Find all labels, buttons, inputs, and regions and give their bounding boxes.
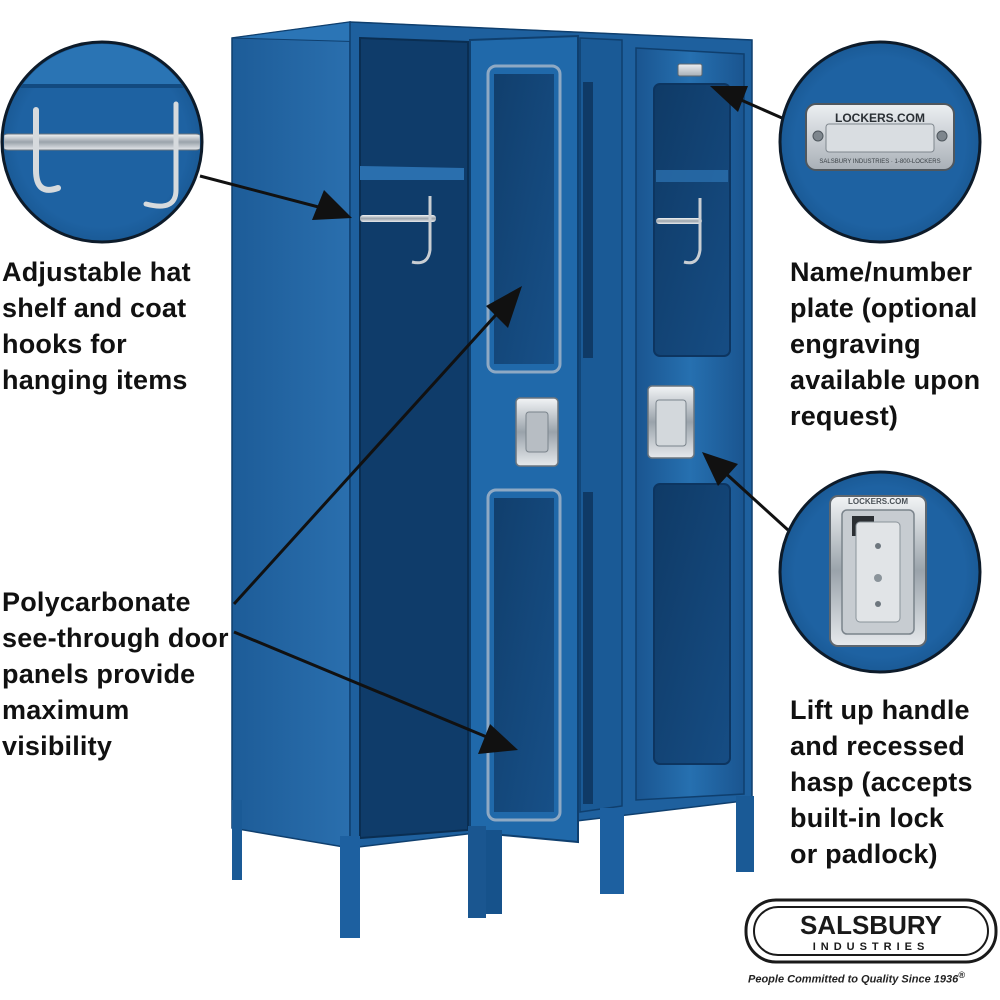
label-line: hanging items <box>2 365 188 395</box>
tagline-mark: ® <box>958 970 966 980</box>
salsbury-logo: SALSBURY INDUSTRIES <box>744 898 998 964</box>
label-line: Polycarbonate <box>2 587 191 617</box>
label-line: maximum <box>2 695 130 725</box>
open-door <box>469 34 579 844</box>
label-polycarbonate: Polycarbonate see-through door panels pr… <box>2 584 229 764</box>
plate-subtext: SALSBURY INDUSTRIES · 1-800-LOCKERS <box>819 159 940 165</box>
label-handle: Lift up handle and recessed hasp (accept… <box>790 692 973 872</box>
name-plate <box>677 63 703 77</box>
label-line: built-in lock <box>790 803 945 833</box>
label-line: engraving <box>790 329 921 359</box>
label-line: or padlock) <box>790 839 938 869</box>
label-line: available upon <box>790 365 981 395</box>
handle-text: LOCKERS.COM <box>848 497 908 506</box>
label-line: Adjustable hat <box>2 257 191 287</box>
label-line: request) <box>790 401 899 431</box>
right-door <box>635 47 745 801</box>
label-line: see-through door <box>2 623 229 653</box>
brand-tagline: People Committed to Quality Since 1936® <box>748 970 998 986</box>
callout-arrows <box>199 86 790 754</box>
callout-handle: LOCKERS.COM <box>778 470 982 674</box>
label-line: shelf and coat <box>2 293 187 323</box>
label-line: hasp (accepts <box>790 767 973 797</box>
brand-name: SALSBURY <box>800 910 942 940</box>
label-line: and recessed <box>790 731 965 761</box>
callout-hat-shelf <box>0 40 204 244</box>
label-line: plate (optional <box>790 293 978 323</box>
label-hat-shelf: Adjustable hat shelf and coat hooks for … <box>2 254 191 398</box>
coat-rod <box>360 215 436 222</box>
label-line: hooks for <box>2 329 127 359</box>
label-line: panels provide <box>2 659 196 689</box>
plate-text: LOCKERS.COM <box>835 111 925 125</box>
coat-hook-icon <box>33 107 61 193</box>
label-line: Lift up handle <box>790 695 970 725</box>
label-name-plate: Name/number plate (optional engraving av… <box>790 254 980 434</box>
label-line: visibility <box>2 731 113 761</box>
label-line: Name/number <box>790 257 973 287</box>
tagline-text: People Committed to Quality Since 1936 <box>748 973 959 986</box>
locker-bank <box>231 21 754 938</box>
callout-name-plate: LOCKERS.COM SALSBURY INDUSTRIES · 1-800-… <box>778 40 982 244</box>
brand-sub: INDUSTRIES <box>813 941 930 953</box>
